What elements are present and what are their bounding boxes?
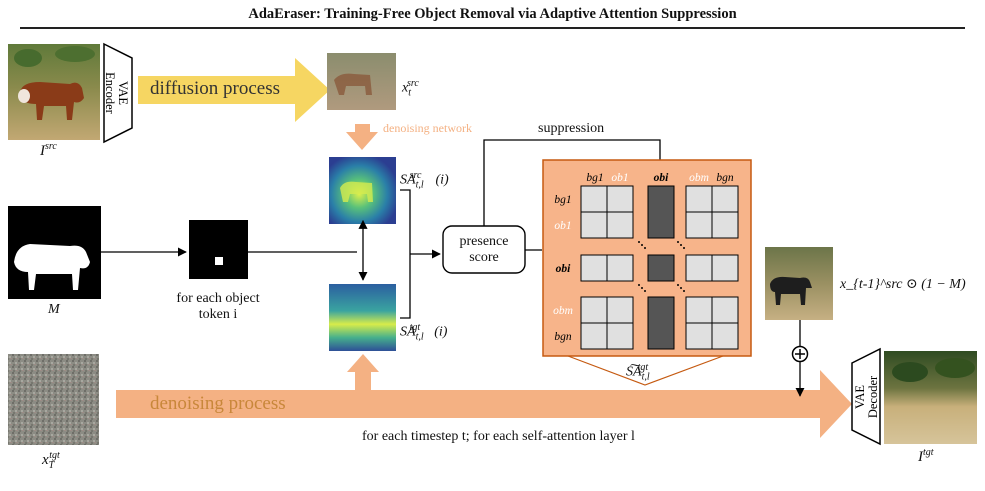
- sa-bracket: [400, 189, 411, 319]
- suppression-label: suppression: [538, 121, 605, 136]
- matrix-col-label: ob1: [611, 172, 628, 184]
- masked-latent-label: x_{t-1}^src ⊙ (1 − M): [840, 277, 966, 292]
- source-attention-map: [329, 157, 396, 224]
- matrix-col-label: obi: [654, 172, 670, 184]
- object-token-caption: for each object token i: [176, 291, 260, 322]
- denoising-process-label: denoising process: [150, 393, 286, 414]
- diffusion-process-arrow: [138, 58, 330, 122]
- source-image: [8, 44, 100, 140]
- presence-score-label: presence score: [459, 234, 509, 265]
- target-image-label: Itgt: [918, 447, 934, 465]
- mask-image: [8, 206, 101, 299]
- noisy-source-image: [327, 53, 396, 110]
- matrix-callout: [567, 355, 724, 386]
- matrix-col-label: bg1: [586, 172, 603, 184]
- attention-matrix: bg1 ob1 obi obm bgn bg1 ob1 obi obm bgn: [542, 159, 752, 357]
- denoising-process-arrow: [116, 370, 852, 438]
- denoising-up-arrow: [347, 354, 379, 390]
- suppression-arrow: [483, 139, 665, 226]
- masked-latent-image: [765, 247, 833, 320]
- diffusion-process-label: diffusion process: [150, 78, 280, 99]
- matrix-row-label: bg1: [554, 194, 571, 206]
- object-token-map: [189, 220, 248, 279]
- matrix-row-label: obm: [553, 305, 573, 317]
- page-title: AdaEraser: Training-Free Object Removal …: [248, 6, 737, 22]
- matrix-col-label: bgn: [716, 172, 734, 184]
- mask-label: M: [48, 302, 60, 317]
- denoising-network-arrow: [346, 124, 378, 150]
- source-image-label: Isrc: [40, 141, 57, 159]
- svg-text:VAEDecoder: VAEDecoder: [853, 375, 880, 418]
- svg-text:VAEEncoder: VAEEncoder: [103, 72, 130, 114]
- matrix-row-label: obi: [556, 263, 572, 275]
- noise-image: [8, 354, 99, 445]
- noisy-source-label: xtsrc: [402, 78, 419, 99]
- noise-label: xTtgt: [42, 450, 60, 471]
- matrix-row-label: ob1: [554, 220, 571, 232]
- matrix-row-label: bgn: [554, 331, 572, 343]
- suppressed-attention-label: S͠At,ltgt: [626, 362, 650, 383]
- vae-decoder: VAEDecoder: [851, 347, 881, 446]
- vae-encoder: VAEEncoder: [103, 42, 133, 144]
- timestep-caption: for each timestep t; for each self-atten…: [362, 429, 635, 444]
- denoising-network-label: denoising network: [383, 121, 472, 135]
- title-rule: [20, 27, 965, 29]
- sa-src-label: SAt,lsrc(i): [400, 170, 449, 191]
- sa-tgt-label: SAt,ltgt(i): [400, 322, 448, 343]
- target-attention-map: [329, 284, 396, 351]
- matrix-col-label: obm: [689, 172, 709, 184]
- target-image: [884, 351, 977, 444]
